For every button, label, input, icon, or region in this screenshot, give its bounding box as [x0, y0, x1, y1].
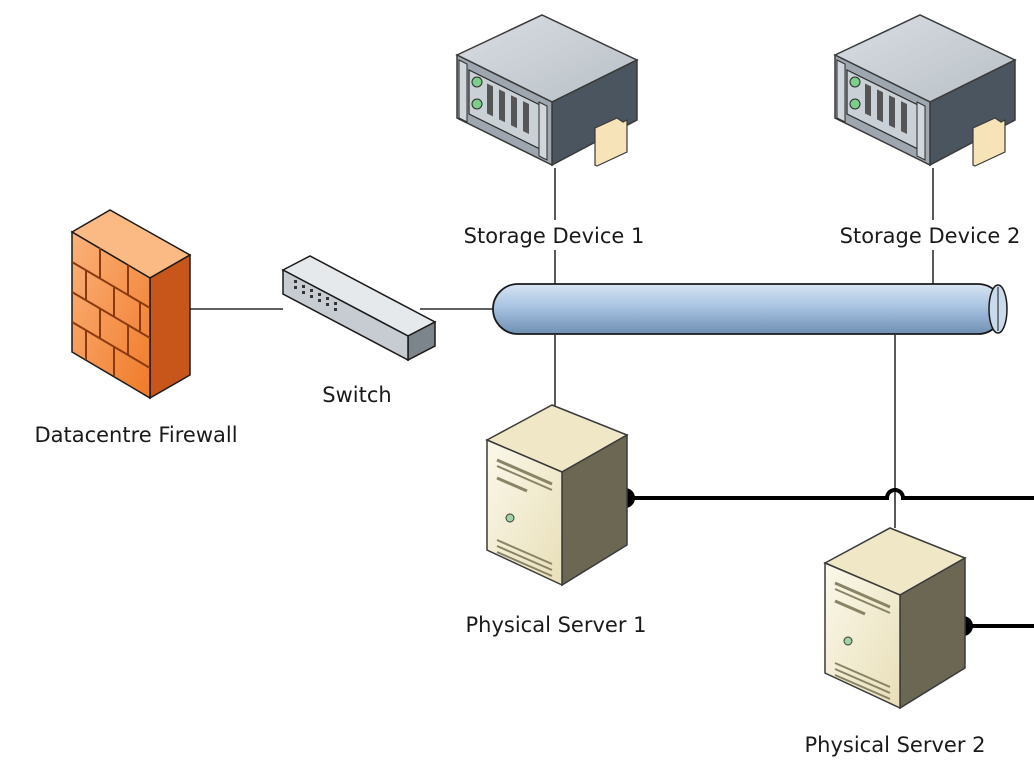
switch-label: Switch — [322, 383, 391, 407]
storage-device-1-label: Storage Device 1 — [464, 224, 645, 248]
physical-server-2-label: Physical Server 2 — [804, 733, 985, 757]
physical-server-2-icon — [823, 526, 967, 710]
physical-server-1-icon — [485, 403, 629, 587]
node-labels: Storage Device 1 Storage Device 2 Switch… — [34, 220, 1034, 757]
firewall-icon — [70, 209, 192, 400]
backbone-pipe — [492, 283, 1008, 335]
physical-server-1-label: Physical Server 1 — [465, 613, 646, 637]
storage-device-2-icon — [834, 14, 1016, 167]
storage-device-2-label: Storage Device 2 — [840, 224, 1021, 248]
firewall-label: Datacentre Firewall — [34, 423, 237, 447]
storage-device-1-icon — [456, 14, 638, 167]
uplink-server1 — [625, 488, 1034, 500]
switch-icon — [281, 255, 437, 362]
